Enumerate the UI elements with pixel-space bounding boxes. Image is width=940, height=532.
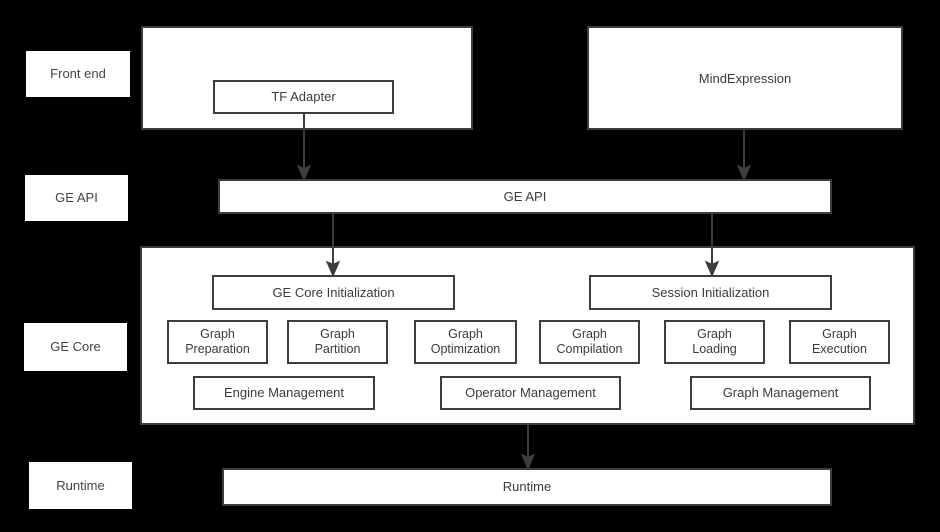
lane-label-ge-core: GE Core [24, 323, 127, 371]
tf-adapter-label: TF Adapter [271, 89, 336, 105]
module-graph-compilation[interactable]: Graph Compilation [539, 320, 640, 364]
engine-management-box[interactable]: Engine Management [193, 376, 375, 410]
session-initialization-label: Session Initialization [651, 284, 770, 300]
ge-core-initialization-box[interactable]: GE Core Initialization [212, 275, 455, 310]
mindexpression-title: MindExpression [698, 71, 792, 86]
ge-api-bar[interactable]: GE API [218, 179, 832, 214]
module-graph-optimization[interactable]: Graph Optimization [414, 320, 517, 364]
operator-management-box[interactable]: Operator Management [440, 376, 621, 410]
runtime-bar[interactable]: Runtime [222, 468, 832, 506]
lane-label-front-end: Front end [26, 51, 130, 97]
mindexpression-group[interactable]: MindExpression [587, 26, 903, 130]
lane-label-runtime: Runtime [29, 462, 132, 509]
ge-core-initialization-label: GE Core Initialization [272, 284, 395, 300]
module-graph-optimization-label: Graph Optimization [430, 327, 501, 356]
graph-management-label: Graph Management [722, 385, 839, 401]
module-graph-execution[interactable]: Graph Execution [789, 320, 890, 364]
lane-label-runtime-text: Runtime [56, 477, 105, 493]
module-graph-loading-label: Graph Loading [692, 327, 737, 356]
module-graph-partition[interactable]: Graph Partition [287, 320, 388, 364]
tf-adapter-box[interactable]: TF Adapter [213, 80, 394, 114]
lane-label-ge-core-text: GE Core [50, 339, 101, 355]
session-initialization-box[interactable]: Session Initialization [589, 275, 832, 310]
module-graph-loading[interactable]: Graph Loading [664, 320, 765, 364]
operator-management-label: Operator Management [465, 385, 596, 401]
module-graph-partition-label: Graph Partition [314, 327, 361, 356]
runtime-bar-label: Runtime [502, 479, 552, 495]
ge-api-bar-label: GE API [503, 188, 547, 204]
module-graph-execution-label: Graph Execution [812, 327, 867, 356]
tensorflow-group[interactable]: Tensorflow [141, 26, 473, 130]
graph-management-box[interactable]: Graph Management [690, 376, 871, 410]
lane-label-ge-api: GE API [25, 175, 128, 221]
engine-management-label: Engine Management [224, 385, 344, 401]
lane-label-front-end-text: Front end [50, 66, 106, 82]
lane-label-ge-api-text: GE API [55, 190, 98, 206]
module-graph-compilation-label: Graph Compilation [556, 327, 623, 356]
module-graph-preparation[interactable]: Graph Preparation [167, 320, 268, 364]
module-graph-preparation-label: Graph Preparation [185, 327, 250, 356]
